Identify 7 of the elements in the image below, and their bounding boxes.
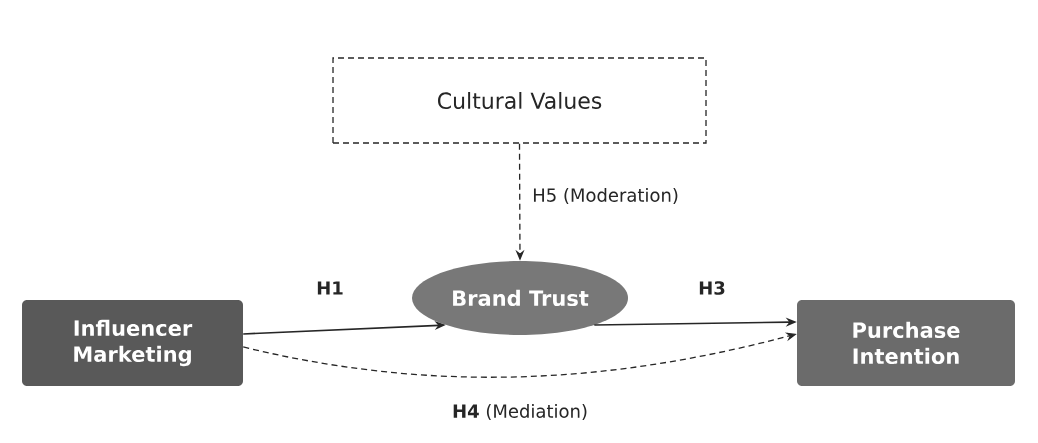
- construct-box: Purchase Intention: [797, 300, 1015, 386]
- factor-box: Cultural Values: [332, 57, 707, 144]
- edge-label: H4 (Mediation): [450, 401, 590, 422]
- construct-box: Influencer Marketing: [22, 300, 243, 386]
- edge-label: H3: [696, 279, 728, 297]
- edge-label: H1: [314, 279, 346, 297]
- edge-label: H5 (Moderation): [530, 185, 681, 206]
